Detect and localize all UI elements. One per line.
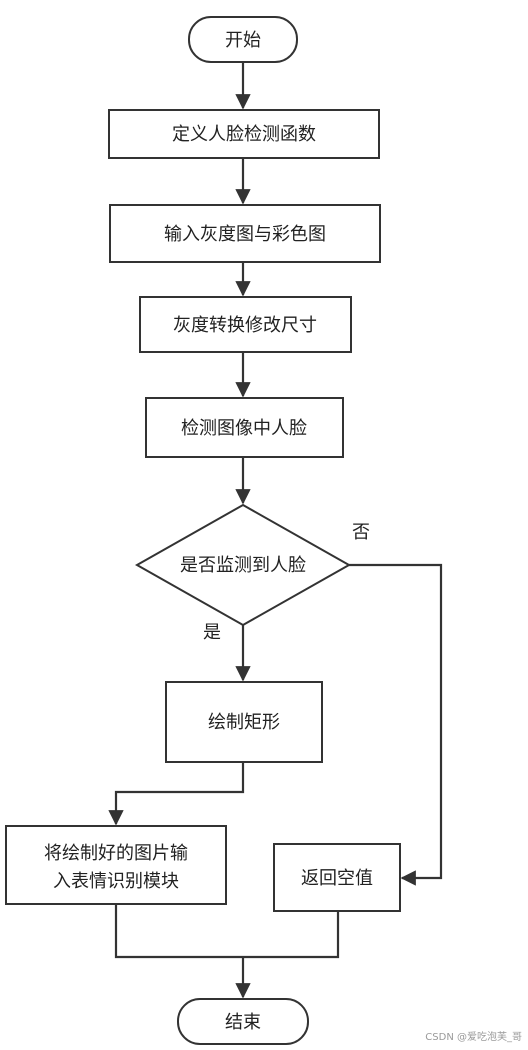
node-return: 返回空值 <box>273 843 401 912</box>
edge-draw-send <box>108 762 245 826</box>
node-end: 结束 <box>177 998 309 1045</box>
edge-decision-return <box>349 563 443 886</box>
edge-label-no: 否 <box>352 522 370 543</box>
node-start-label: 开始 <box>225 30 261 51</box>
node-input: 输入灰度图与彩色图 <box>109 204 381 263</box>
node-convert: 灰度转换修改尺寸 <box>139 296 352 353</box>
watermark-text: CSDN @爱吃泡芙_哥 <box>425 1030 522 1043</box>
node-convert-label: 灰度转换修改尺寸 <box>173 315 317 336</box>
node-draw-label: 绘制矩形 <box>208 712 280 733</box>
edge-label-yes: 是 <box>203 622 221 643</box>
node-decision-label: 是否监测到人脸 <box>180 555 306 576</box>
edges <box>108 62 443 999</box>
edge-return-merge <box>243 911 340 959</box>
node-end-label: 结束 <box>225 1012 261 1033</box>
node-define: 定义人脸检测函数 <box>108 109 380 159</box>
edge-send-merge <box>114 904 243 959</box>
node-decision: 是否监测到人脸 <box>134 503 352 627</box>
node-define-label: 定义人脸检测函数 <box>172 124 316 145</box>
node-send-label-line1: 将绘制好的图片输 <box>44 843 188 864</box>
node-detect-label: 检测图像中人脸 <box>181 418 307 439</box>
node-draw: 绘制矩形 <box>165 681 323 763</box>
node-return-label: 返回空值 <box>301 868 373 889</box>
node-start: 开始 <box>188 16 298 63</box>
node-detect: 检测图像中人脸 <box>145 397 344 458</box>
node-send-label-line2: 入表情识别模块 <box>53 871 179 892</box>
node-send: 将绘制好的图片输 入表情识别模块 <box>5 825 227 905</box>
node-input-label: 输入灰度图与彩色图 <box>164 224 326 245</box>
